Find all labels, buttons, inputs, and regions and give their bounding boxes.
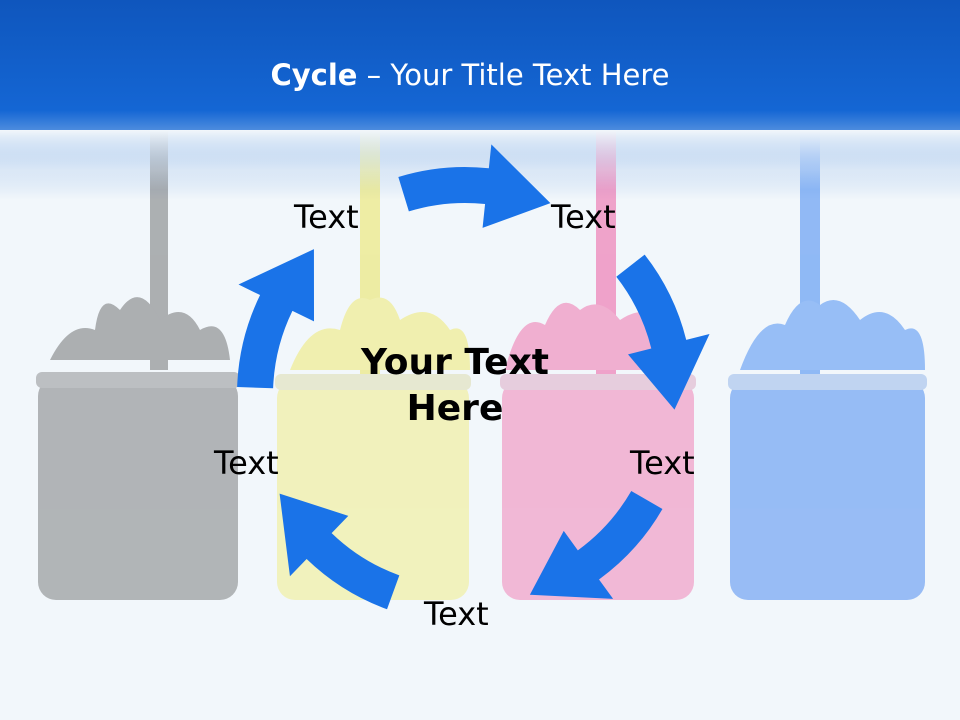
cycle-label-top-right: Text xyxy=(551,198,616,236)
blue-paint-jar xyxy=(728,130,927,600)
cycle-label-bottom: Text xyxy=(424,595,489,633)
cycle-arrow-2 xyxy=(616,254,710,410)
cycle-label-top-left: Text xyxy=(294,198,359,236)
pink-paint-jar xyxy=(500,130,696,600)
cycle-arrow-1 xyxy=(398,144,551,228)
center-text-line1: Your Text xyxy=(360,342,550,383)
black-paint-jar xyxy=(36,130,240,600)
cycle-arrows xyxy=(237,144,710,610)
title-rest-part: – Your Title Text Here xyxy=(357,58,670,92)
center-text-line2: Here xyxy=(406,388,504,429)
center-text: Your Text Here xyxy=(330,340,580,432)
cycle-arrow-5 xyxy=(237,249,315,389)
cycle-arrow-4 xyxy=(279,493,400,610)
title-bold-part: Cycle xyxy=(270,58,358,92)
slide-title: Cycle – Your Title Text Here xyxy=(0,58,940,92)
cycle-arrow-3 xyxy=(529,491,663,599)
cycle-label-left: Text xyxy=(214,444,279,482)
cycle-label-right: Text xyxy=(630,444,695,482)
